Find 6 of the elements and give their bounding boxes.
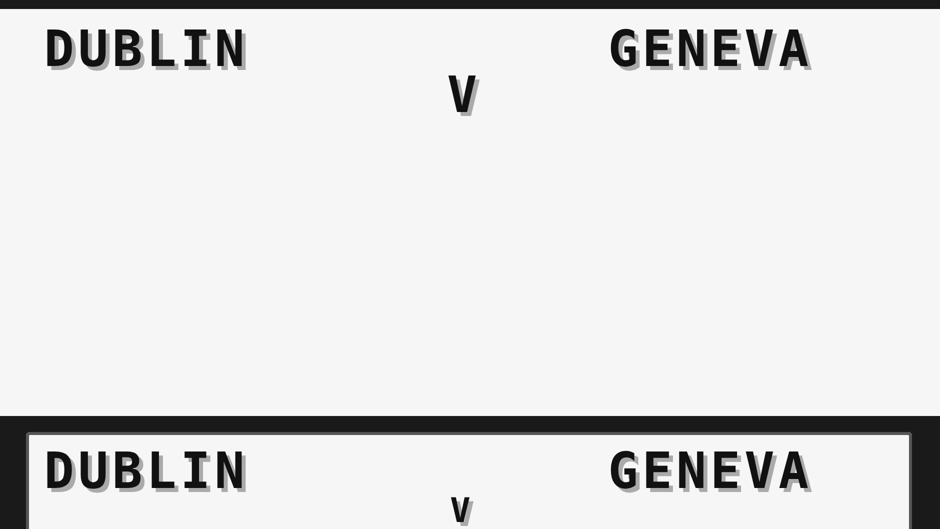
team-name: DUBLIN — [44, 24, 249, 74]
team-name: V — [450, 494, 474, 528]
team-name: V — [447, 70, 482, 120]
team-name: GENEVA — [608, 24, 813, 74]
team-name: DUBLIN — [44, 446, 249, 496]
team-name: GENEVA — [608, 446, 813, 496]
